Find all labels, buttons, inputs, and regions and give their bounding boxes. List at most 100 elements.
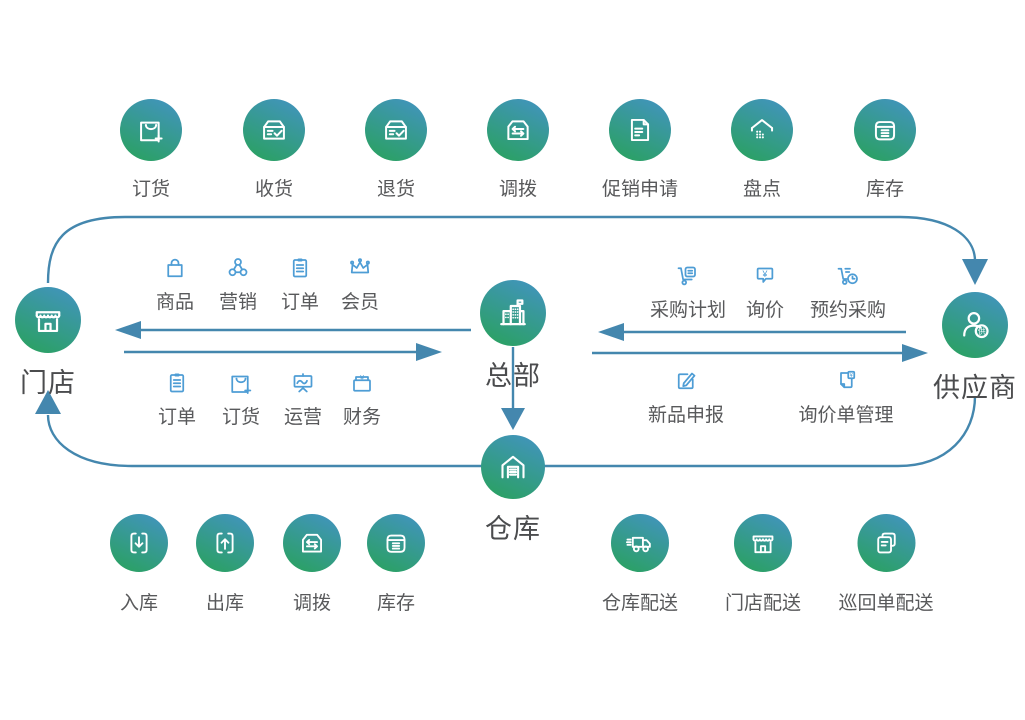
documents-stack-icon (856, 514, 915, 572)
arrowhead-down-supplier (962, 259, 988, 285)
flow-item-inventory2: 库存 (367, 514, 425, 615)
flow-item-label: 门店配送 (724, 593, 802, 614)
function-inquiry: 询价 (746, 261, 784, 322)
function-order-goods: 订货 (222, 368, 260, 429)
storefront-icon (15, 287, 81, 353)
document-yen-icon (831, 366, 861, 396)
flow-item-label: 仓库配送 (601, 593, 679, 614)
flow-item-label: 盘点 (742, 179, 781, 200)
function-label: 财务 (342, 407, 382, 428)
flow-item-label: 收货 (254, 179, 293, 200)
function-label: 订单 (280, 292, 320, 313)
function-finance: 财务 (343, 368, 381, 429)
function-purchase-plan: 采购计划 (650, 261, 726, 322)
flow-item-inbound: 入库 (110, 514, 168, 615)
flow-item-store-delivery: 门店配送 (725, 514, 801, 615)
arrowhead-up-store (35, 390, 61, 414)
supplier-person-icon: 供 (942, 292, 1008, 358)
arrowhead-left-store (115, 321, 141, 339)
store-to-supplier-top-arc (46, 215, 977, 284)
function-inquiry-management: 询价单管理 (798, 366, 894, 427)
crown-icon (345, 253, 375, 283)
flow-item-inventory: 库存 (854, 99, 916, 201)
stocktake-building-icon (731, 99, 793, 161)
function-label: 新品申报 (647, 405, 725, 426)
clipboard-icon (285, 253, 315, 283)
arrowhead-right-supplier (902, 344, 928, 362)
flow-item-label: 调拨 (498, 179, 537, 200)
function-goods: 商品 (156, 253, 194, 314)
function-reserved-purchase: 预约采购 (810, 261, 886, 322)
function-member: 会员 (341, 253, 379, 314)
inventory-box-icon (854, 99, 916, 161)
flow-item-order-goods: 订货 (120, 99, 182, 201)
edit-pencil-icon (671, 366, 701, 396)
function-label: 营销 (218, 292, 258, 313)
node-label: 总部 (485, 361, 541, 391)
transfer-box-icon (487, 99, 549, 161)
flow-item-label: 出库 (205, 593, 244, 614)
flow-item-stocktake: 盘点 (731, 99, 793, 201)
flow-item-label: 巡回单配送 (838, 593, 934, 614)
function-operations: 运营 (284, 368, 322, 429)
cart-document-icon (673, 261, 703, 291)
flow-item-return-goods: 退货 (365, 99, 427, 201)
flow-item-label: 促销申请 (601, 179, 679, 200)
arrowhead-down-warehouse (501, 408, 525, 430)
function-label: 询价单管理 (798, 405, 894, 426)
function-label: 询价 (745, 300, 785, 321)
flow-item-route-delivery: 巡回单配送 (838, 514, 934, 615)
flow-item-label: 订货 (131, 179, 170, 200)
receive-box-icon (243, 99, 305, 161)
arrowhead-right-hq (416, 343, 442, 361)
flow-item-warehouse-delivery: 仓库配送 (602, 514, 678, 615)
supplier-to-store-bottom-arc (46, 395, 977, 468)
flow-item-promo-request: 促销申请 (602, 99, 678, 201)
quote-bubble-icon (750, 261, 780, 291)
promo-document-icon (608, 99, 671, 161)
flow-item-label: 库存 (865, 179, 904, 200)
function-label: 运营 (283, 407, 323, 428)
truck-icon (610, 514, 669, 572)
transfer-box-icon (283, 514, 341, 572)
flow-item-transfer: 调拨 (487, 99, 549, 201)
flow-item-label: 入库 (119, 593, 158, 614)
node-headquarters: 总部 (480, 280, 546, 393)
inventory-box-icon (367, 514, 425, 572)
node-supplier: 供 供应商 (933, 292, 1017, 405)
node-store: 门店 (15, 287, 81, 400)
node-label: 门店 (20, 368, 76, 398)
function-label: 会员 (340, 292, 380, 313)
function-label: 订货 (221, 407, 261, 428)
cart-clock-icon (833, 261, 863, 291)
flow-item-receive-goods: 收货 (243, 99, 305, 201)
bag-plus-icon (120, 99, 182, 161)
clipboard-icon (162, 368, 192, 398)
flow-item-label: 库存 (376, 593, 415, 614)
arrow-in-box-icon (110, 514, 168, 572)
function-label: 采购计划 (649, 300, 727, 321)
chart-board-icon (288, 368, 318, 398)
network-icon (223, 253, 253, 283)
arrowhead-left-hq (598, 323, 624, 341)
function-label: 预约采购 (809, 300, 887, 321)
flow-item-label: 调拨 (292, 593, 331, 614)
return-box-icon (365, 99, 427, 161)
function-new-product: 新品申报 (648, 366, 724, 427)
bag-icon (160, 253, 190, 283)
hq-building-icon (480, 280, 546, 346)
function-order2: 订单 (158, 368, 196, 429)
node-label: 供应商 (933, 373, 1017, 403)
supplier-badge: 供 (978, 326, 986, 336)
storefront-icon (733, 514, 792, 572)
function-marketing: 营销 (219, 253, 257, 314)
warehouse-icon (481, 435, 545, 499)
flow-item-outbound: 出库 (196, 514, 254, 615)
function-label: 商品 (155, 292, 195, 313)
bag-plus-icon (226, 368, 256, 398)
arrow-out-box-icon (196, 514, 254, 572)
node-warehouse: 仓库 (481, 435, 545, 546)
flow-item-label: 退货 (376, 179, 415, 200)
